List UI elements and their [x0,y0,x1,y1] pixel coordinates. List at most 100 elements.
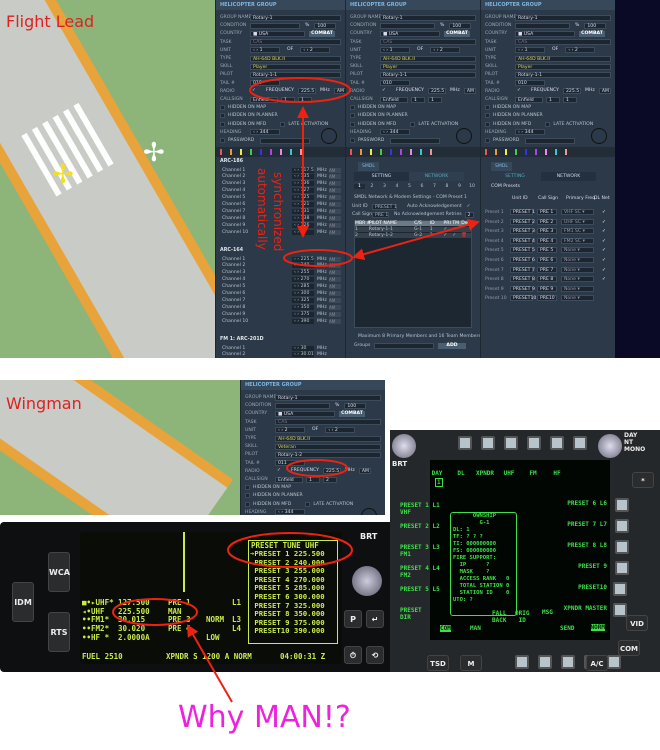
modulation-select[interactable]: AM [329,181,341,187]
group-name-field[interactable]: Rotary-1 [380,14,476,21]
table-cell[interactable]: 🗑 [461,233,468,238]
toolbar-tab-8[interactable] [420,149,422,155]
pilot-field[interactable]: Rotary-1-1 [380,71,476,78]
wca-button[interactable]: WCA [48,552,70,592]
country-select[interactable]: ■ USA [250,30,305,37]
toolbar-tab-5[interactable] [390,149,392,155]
task-select[interactable]: CAS [275,419,381,426]
password-checkbox[interactable] [350,138,355,143]
toolbar-tab-9[interactable] [300,149,302,155]
type-select[interactable]: AH-64D BLK.II [515,55,611,62]
com-button[interactable]: COM [618,640,640,656]
preset-unit-id-field[interactable]: PRESET 9 [510,285,535,292]
toolbar-tab-4[interactable] [380,149,382,155]
tail-field[interactable]: 010 [515,80,545,87]
preset-unit-id-field[interactable]: PRESET 6 [510,257,535,263]
call-sign-field[interactable]: PRE 1 [372,211,389,218]
unit-total-field[interactable]: ‹ › 2 [430,47,461,54]
toolbar-tab-6[interactable] [400,149,402,155]
toolbar-tab-4[interactable] [515,149,517,155]
heading-field[interactable]: ‹ › 344 [250,129,280,136]
modulation-select[interactable]: AM [329,277,341,283]
late-activation-checkbox[interactable] [545,121,551,127]
table-cell[interactable] [461,227,471,232]
toolbar-tab-7[interactable] [545,149,547,155]
channel-frequency-field[interactable]: ‹ › 390 [292,318,314,324]
toolbar-tab-5[interactable] [525,149,527,155]
preset-call-sign-field[interactable]: PRE 8 [537,276,557,283]
callsign-number-1[interactable]: 1 [306,476,320,483]
modulation-select[interactable]: AM [329,291,341,296]
osb-bottom-1[interactable] [515,655,529,669]
preset-call-sign-field[interactable]: PRE 4 [537,237,557,244]
enter-icon[interactable]: ↵ [366,610,384,628]
unit-field[interactable]: ‹ › 1 [250,47,280,54]
hidden-on-map-checkbox[interactable]: HIDDEN ON MAP [245,484,381,491]
smdl-tab[interactable]: SMDL [491,162,512,171]
pilot-field[interactable]: Rotary-1-1 [515,71,611,78]
preset-number-tab[interactable]: 10 [469,184,475,189]
modulation-select[interactable]: AM [329,188,341,194]
m-button[interactable]: M [460,655,482,671]
country-select[interactable]: ■ USA [275,410,335,417]
dl-net-checkbox[interactable]: ✓ [602,238,606,244]
toolbar-tab-7[interactable] [280,149,282,155]
channel-frequency-field[interactable]: ‹ › 135 [292,174,314,180]
channel-frequency-field[interactable]: ‹ › 126 [292,222,314,228]
preset-unit-id-field[interactable]: PRESET 8 [510,276,535,283]
preset-call-sign-field[interactable]: PRE 2 [537,218,557,225]
setting-tab[interactable]: SETTING [505,174,525,179]
brt-knob[interactable] [392,434,416,458]
callsign-number-2[interactable]: 2 [323,476,337,483]
network-tab[interactable]: NETWORK [409,172,464,181]
preset-unit-id-field[interactable]: PRESET 2 [510,218,535,225]
preset-primary-freq-select[interactable]: None ▾ [561,257,594,263]
preset-primary-freq-select[interactable]: UHF SC ▾ [561,218,594,225]
osb-top-3[interactable] [504,436,518,450]
modulation-select[interactable]: AM [329,222,341,228]
table-cell[interactable]: ✓ [443,227,448,232]
type-select[interactable]: AH-64D BLK.II [275,435,381,442]
heading-field[interactable]: ‹ › 344 [515,129,545,136]
osb-right-4[interactable] [615,561,629,575]
password-field[interactable] [390,137,441,144]
checkbox[interactable] [350,121,355,127]
osb-right-6[interactable] [613,603,627,617]
mode-knob[interactable] [598,434,622,458]
channel-frequency-field[interactable]: ‹ › 127 [292,188,314,194]
type-select[interactable]: AH-64D BLK.II [380,55,476,62]
condition-field[interactable] [250,22,300,29]
group-name-field[interactable]: Rotary-1 [250,14,341,21]
radio-checkbox[interactable]: ✓ [382,88,386,94]
modulation-select[interactable]: AM [329,202,341,207]
osb-right-1[interactable] [615,498,629,512]
callsign-select[interactable]: Enfield [275,476,303,483]
callsign-number-2[interactable]: 1 [563,96,577,103]
combat-button[interactable]: COMBAT [309,30,335,37]
dl-net-checkbox[interactable]: ✓ [602,210,606,215]
preset-unit-id-field[interactable]: PRESET 5 [510,247,535,254]
checkbox[interactable] [485,113,490,119]
late-activation-checkbox[interactable] [305,501,311,507]
helicopter-icon-lead[interactable]: ✢ [52,160,74,190]
helicopter-icon-wing[interactable]: ✢ [143,138,165,168]
country-select[interactable]: ■ USA [515,30,575,37]
brightness-knob[interactable] [352,566,382,596]
toolbar-tab-8[interactable] [555,149,557,155]
modulation-select[interactable]: AM [329,256,341,262]
toolbar-tab-5[interactable] [260,149,262,155]
setting-tab[interactable]: SETTING [354,172,409,181]
combat-button[interactable]: COMBAT [339,410,365,417]
heading-field[interactable]: ‹ › 344 [380,129,410,136]
preset-number-tab[interactable]: 8 [445,184,449,189]
modulation-select[interactable]: AM [333,88,345,95]
callsign-select[interactable]: Enfield [250,96,278,103]
osb-top-2[interactable] [481,436,495,450]
pilot-field[interactable]: Rotary-1-2 [275,451,381,458]
osb-top-1[interactable] [458,436,472,450]
condition-percent-field[interactable]: 100 [314,22,337,29]
tail-field[interactable]: 010 [380,80,410,87]
